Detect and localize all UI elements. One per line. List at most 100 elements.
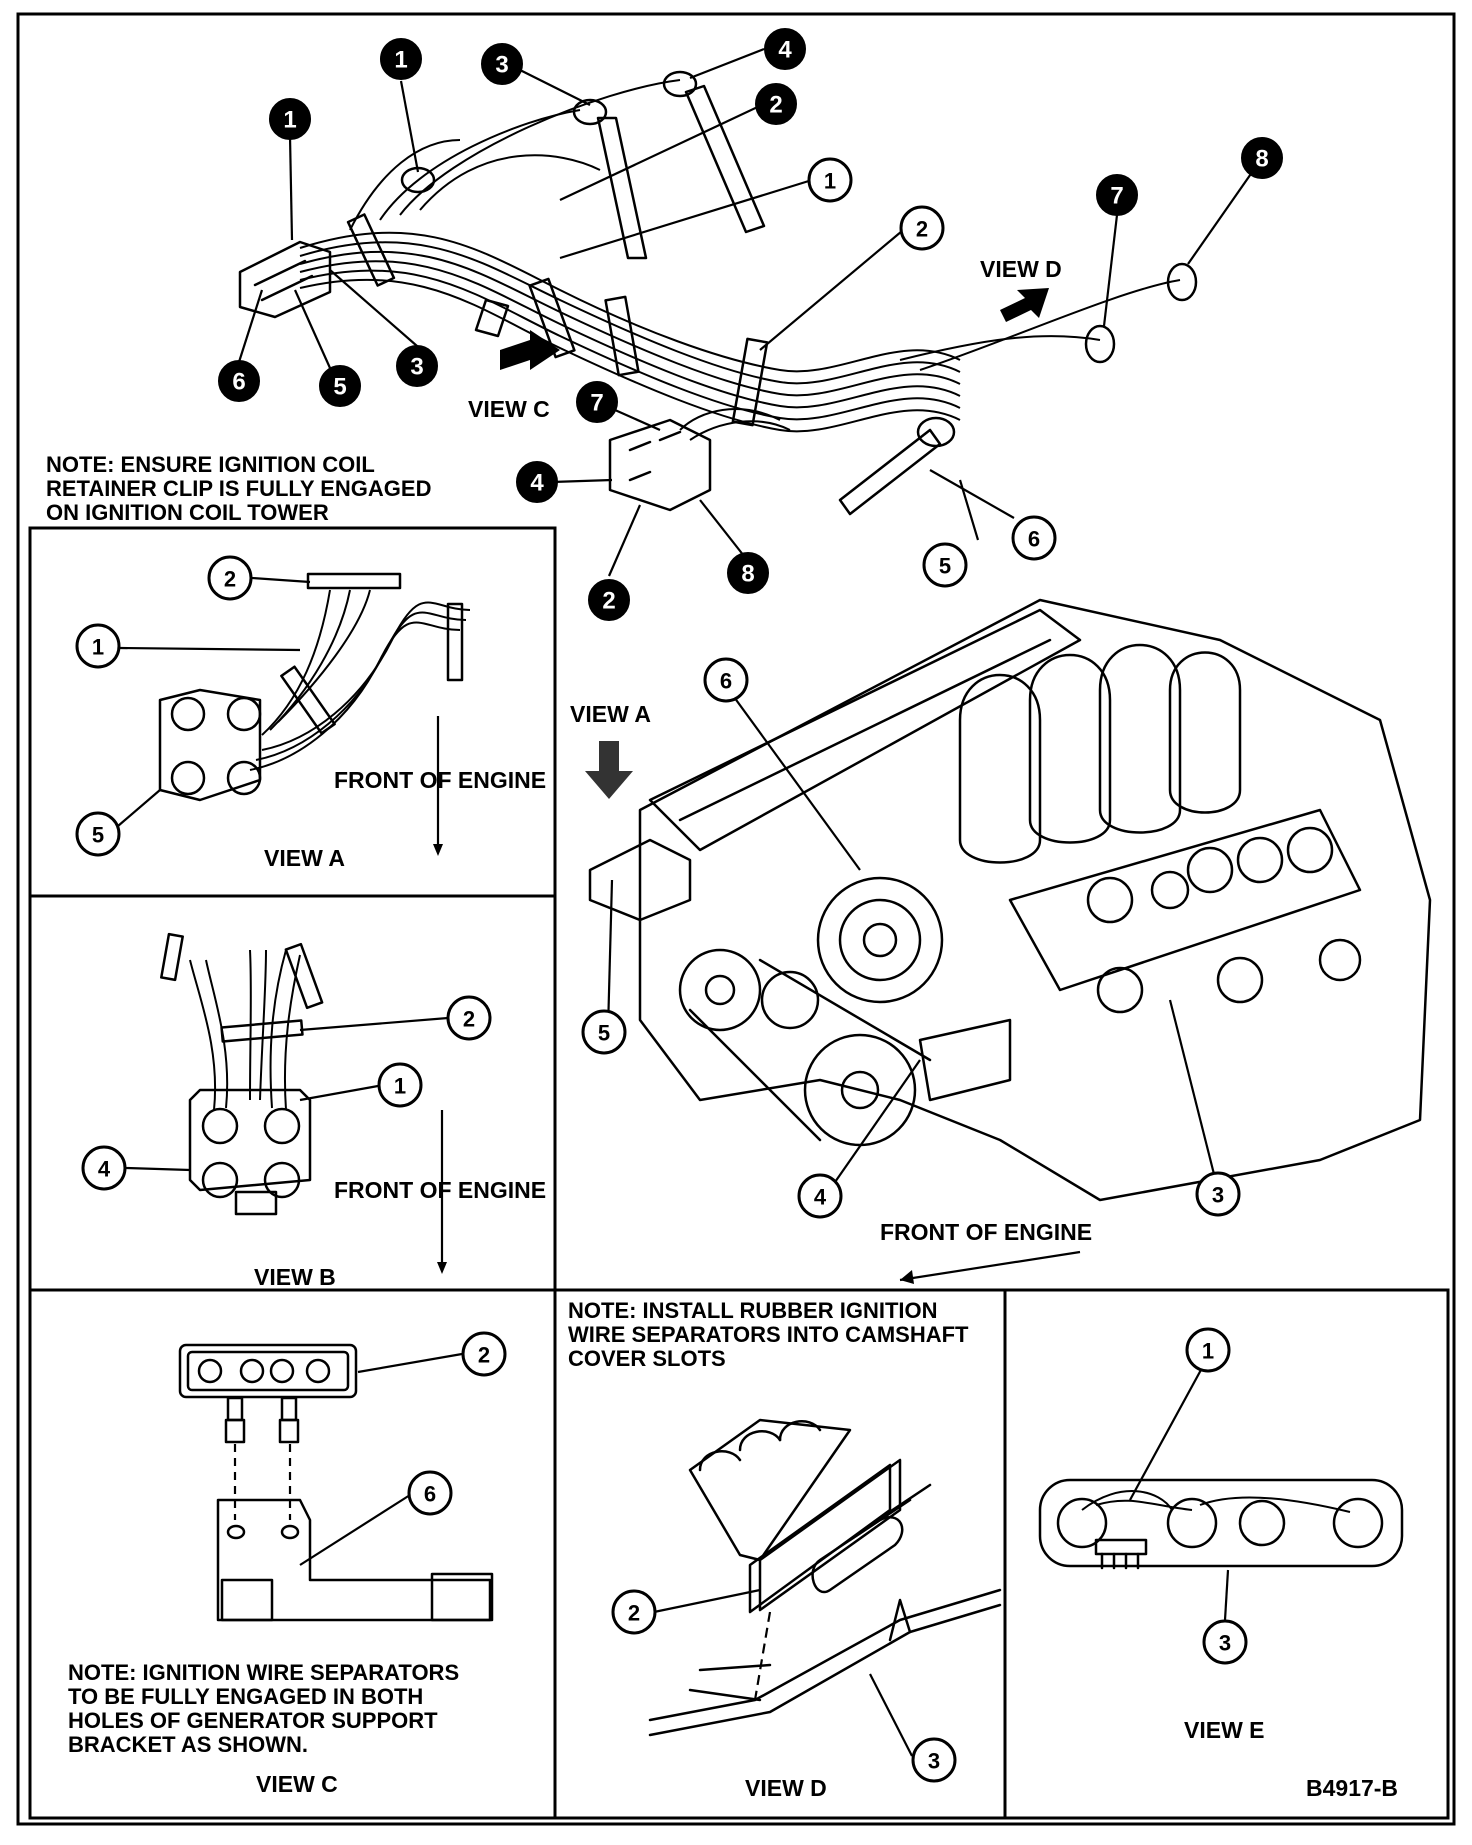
view-d-callouts: 2 3 bbox=[611, 1588, 957, 1783]
svg-text:8: 8 bbox=[1255, 146, 1268, 173]
engine-callout-5: 5 bbox=[581, 1009, 627, 1055]
view-e-callouts: 1 3 bbox=[1129, 1327, 1248, 1665]
svg-text:1: 1 bbox=[1202, 1339, 1214, 1364]
svg-text:5: 5 bbox=[939, 554, 951, 579]
callout-w2: 2 bbox=[899, 205, 945, 251]
view-d-note-1: NOTE: INSTALL RUBBER IGNITION bbox=[568, 1298, 938, 1323]
svg-text:4: 4 bbox=[814, 1185, 827, 1210]
front-arrow-head bbox=[900, 1270, 914, 1284]
coil-note-line-2: RETAINER CLIP IS FULLY ENGAGED bbox=[46, 476, 431, 501]
view-d-note-3: COVER SLOTS bbox=[568, 1346, 726, 1371]
svg-text:3: 3 bbox=[410, 354, 423, 381]
callout-7b: 7 bbox=[1096, 174, 1138, 216]
view-c-arrow bbox=[500, 330, 560, 370]
callout-3b: 3 bbox=[396, 345, 438, 387]
engine-callout-6: 6 bbox=[703, 657, 749, 703]
view-d-label: VIEW D bbox=[980, 256, 1062, 282]
callout-4a: 4 bbox=[764, 28, 806, 70]
svg-text:6: 6 bbox=[720, 669, 732, 694]
view-c-callout-6: 6 bbox=[407, 1470, 453, 1516]
view-a-callouts: 2 1 5 bbox=[75, 555, 311, 857]
view-b-panel bbox=[28, 894, 557, 1292]
view-a-front-arrowhead bbox=[433, 844, 443, 856]
callout-8b: 8 bbox=[1241, 137, 1283, 179]
view-d-callout-3: 3 bbox=[911, 1737, 957, 1783]
figure-id: B4917-B bbox=[1306, 1775, 1398, 1801]
view-d-note-2: WIRE SEPARATORS INTO CAMSHAFT bbox=[568, 1322, 969, 1347]
view-b-callout-1: 1 bbox=[377, 1062, 423, 1108]
svg-text:3: 3 bbox=[928, 1749, 940, 1774]
svg-text:2: 2 bbox=[463, 1007, 475, 1032]
svg-text:2: 2 bbox=[602, 588, 615, 615]
view-b-callout-4: 4 bbox=[81, 1145, 127, 1191]
svg-text:2: 2 bbox=[769, 92, 782, 119]
svg-text:2: 2 bbox=[628, 1601, 640, 1626]
engine-callout-4: 4 bbox=[797, 1173, 843, 1219]
svg-text:4: 4 bbox=[98, 1157, 111, 1182]
callout-5a: 5 bbox=[319, 365, 361, 407]
svg-text:2: 2 bbox=[916, 217, 928, 242]
svg-text:6: 6 bbox=[1028, 527, 1040, 552]
callout-w5: 5 bbox=[922, 542, 968, 588]
view-a-front-of-engine: FRONT OF ENGINE bbox=[334, 767, 546, 793]
engine-callouts: 6 5 4 3 bbox=[581, 657, 1241, 1219]
svg-text:1: 1 bbox=[824, 169, 836, 194]
coil-note-line-1: NOTE: ENSURE IGNITION COIL bbox=[46, 452, 375, 477]
top-black-callouts: 1 1 3 4 2 3 6 5 7 4 2 8 7 8 bbox=[218, 28, 1283, 621]
view-b-callout-2: 2 bbox=[446, 995, 492, 1041]
svg-text:1: 1 bbox=[394, 1074, 406, 1099]
callout-7a: 7 bbox=[576, 381, 618, 423]
view-a-arrow bbox=[585, 741, 633, 799]
engine-view-a-label: VIEW A bbox=[570, 701, 651, 727]
view-e-callout-3: 3 bbox=[1202, 1619, 1248, 1665]
view-e-title: VIEW E bbox=[1184, 1717, 1265, 1743]
svg-text:3: 3 bbox=[1219, 1631, 1231, 1656]
view-b-front-arrowhead bbox=[437, 1262, 447, 1274]
view-b-illustration bbox=[160, 932, 324, 1216]
view-c-callouts: 2 6 bbox=[299, 1331, 507, 1566]
callout-4b: 4 bbox=[516, 461, 558, 503]
view-d-arrow bbox=[1000, 288, 1049, 322]
view-c-note-2: TO BE FULLY ENGAGED IN BOTH bbox=[68, 1684, 423, 1709]
view-c-label: VIEW C bbox=[468, 396, 550, 422]
front-arrow-shaft bbox=[899, 1250, 1081, 1282]
view-a-callout-2: 2 bbox=[207, 555, 253, 601]
view-c-callout-2: 2 bbox=[461, 1331, 507, 1377]
svg-text:1: 1 bbox=[92, 635, 104, 660]
view-e-panel bbox=[1003, 1288, 1450, 1820]
callout-3a: 3 bbox=[481, 43, 523, 85]
callout-6a: 6 bbox=[218, 360, 260, 402]
top-leaders bbox=[237, 47, 1263, 577]
view-b-callouts: 2 1 4 bbox=[81, 995, 492, 1191]
callout-1a: 1 bbox=[380, 38, 422, 80]
view-a-callout-5: 5 bbox=[75, 811, 121, 857]
svg-text:8: 8 bbox=[741, 561, 754, 588]
svg-text:1: 1 bbox=[283, 107, 296, 134]
wire-harness-top bbox=[238, 70, 1198, 516]
callout-8a: 8 bbox=[727, 552, 769, 594]
view-e-illustration bbox=[1038, 1478, 1404, 1570]
diagram-frame bbox=[16, 12, 1456, 1826]
callout-w1: 1 bbox=[807, 157, 853, 203]
engine-callout-3: 3 bbox=[1195, 1171, 1241, 1217]
view-a-callout-1: 1 bbox=[75, 623, 121, 669]
view-c-note-1: NOTE: IGNITION WIRE SEPARATORS bbox=[68, 1660, 459, 1685]
svg-text:5: 5 bbox=[598, 1021, 610, 1046]
view-c-note-4: BRACKET AS SHOWN. bbox=[68, 1732, 308, 1757]
view-d-callout-2: 2 bbox=[611, 1589, 657, 1635]
svg-text:6: 6 bbox=[424, 1482, 436, 1507]
svg-text:3: 3 bbox=[1212, 1183, 1224, 1208]
view-c-note-3: HOLES OF GENERATOR SUPPORT bbox=[68, 1708, 438, 1733]
svg-text:7: 7 bbox=[1110, 183, 1123, 210]
svg-text:7: 7 bbox=[590, 390, 603, 417]
view-a-title: VIEW A bbox=[264, 845, 345, 871]
svg-text:2: 2 bbox=[478, 1343, 490, 1368]
view-d-title: VIEW D bbox=[745, 1775, 827, 1801]
svg-text:3: 3 bbox=[495, 52, 508, 79]
callout-w6: 6 bbox=[1011, 515, 1057, 561]
view-a-illustration bbox=[158, 572, 471, 802]
view-c-title: VIEW C bbox=[256, 1771, 338, 1797]
svg-text:5: 5 bbox=[333, 374, 346, 401]
svg-text:4: 4 bbox=[530, 470, 544, 497]
